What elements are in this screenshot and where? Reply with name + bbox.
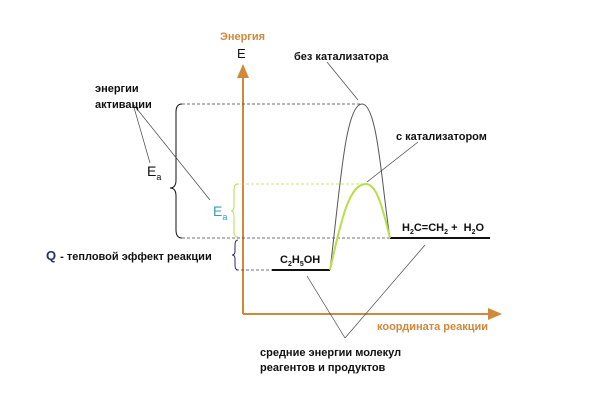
- ea-label: Ea: [147, 163, 161, 182]
- pointer-mean-1: [306, 275, 346, 339]
- ea-brace: [169, 103, 183, 239]
- pointer-mean-2: [344, 244, 426, 339]
- label-with-catalyst: с катализатором: [396, 131, 487, 143]
- pointer-ea-1: [132, 103, 151, 164]
- label-mean-energies-1: средние энергии молекул: [260, 347, 401, 359]
- label-mean-energies-2: реагентов и продуктов: [260, 362, 386, 374]
- ea-catalyst-label: Ea: [213, 203, 227, 222]
- label-without-catalyst: без катализатора: [294, 51, 389, 63]
- pointer-no-cat: [326, 61, 359, 101]
- q-label: Q- тепловой эффект реакции: [46, 248, 212, 263]
- catalyzed-curve: [329, 182, 391, 271]
- products-formula: H2C=CH2 + H2O: [402, 222, 484, 236]
- label-activation-1: энергии: [95, 83, 139, 95]
- x-axis-label: координата реакции: [377, 321, 488, 333]
- pointer-ea-2: [132, 103, 211, 201]
- uncatalyzed-curve: [329, 103, 391, 271]
- reactant-formula: C2H5OH: [280, 254, 320, 268]
- q-brace: [231, 239, 239, 271]
- y-axis-label: Энергия: [220, 31, 265, 43]
- y-axis-symbol: E: [237, 46, 246, 61]
- ea-cat-brace: [230, 183, 239, 238]
- label-activation-2: активации: [95, 99, 152, 111]
- pointer-cat: [366, 141, 419, 183]
